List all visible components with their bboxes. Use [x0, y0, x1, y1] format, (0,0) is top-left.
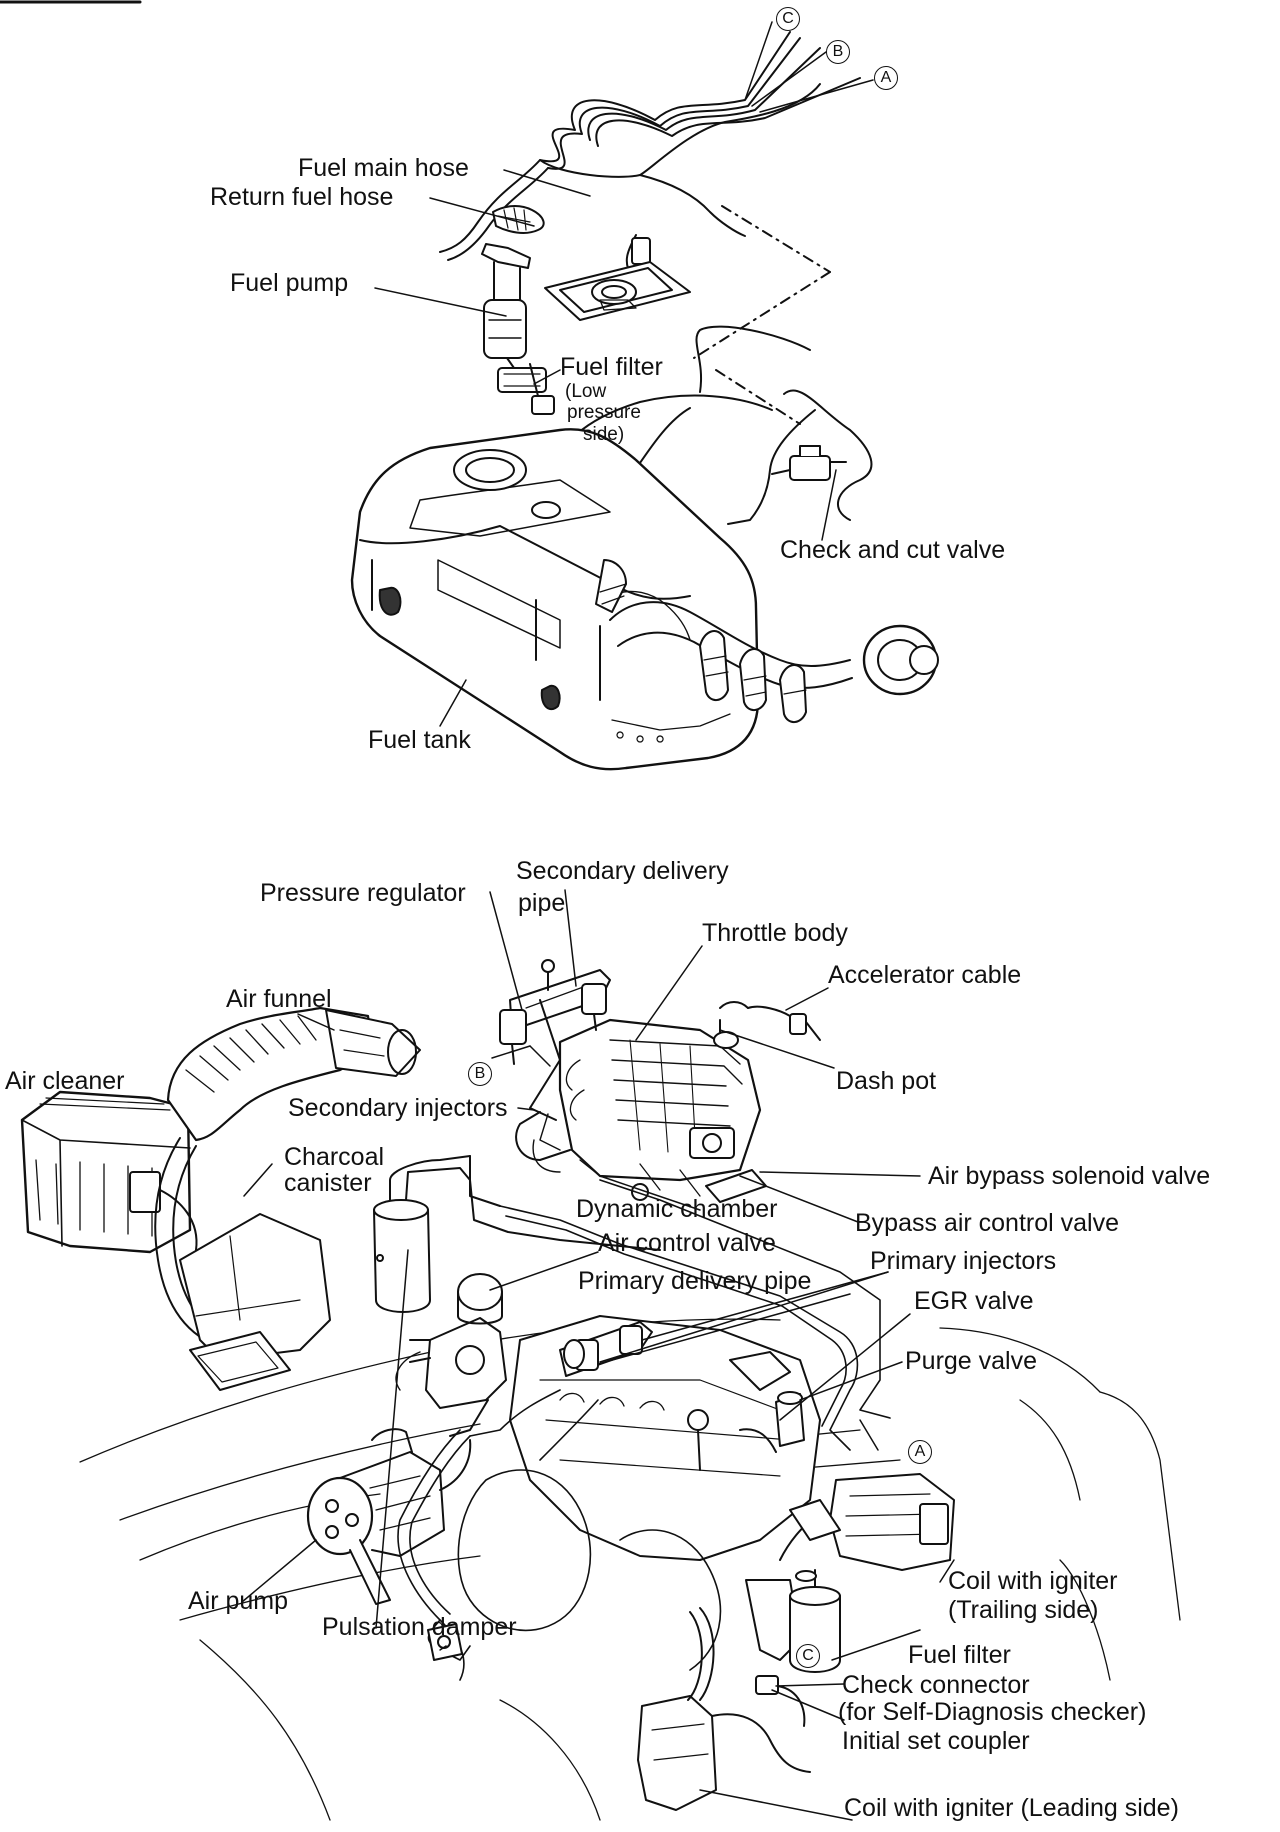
label-charcoal-canister-2: canister — [284, 1169, 372, 1197]
label-secondary-delivery-pipe-1: Secondary delivery — [516, 857, 729, 885]
ref-marker-a-engine: A — [908, 1440, 932, 1464]
label-fuel-main-hose: Fuel main hose — [298, 154, 469, 182]
ref-leader-lines-top — [745, 22, 873, 112]
check-and-cut-valve — [772, 446, 846, 480]
pipe-callout-dashes — [694, 206, 830, 424]
filler-neck — [596, 560, 938, 722]
label-egr-valve: EGR valve — [914, 1287, 1034, 1315]
label-coil-leading: Coil with igniter (Leading side) — [844, 1794, 1179, 1822]
label-air-bypass-solenoid-valve: Air bypass solenoid valve — [928, 1162, 1211, 1190]
accelerator-and-dash-pot — [714, 1002, 820, 1048]
ref-marker-b-engine: B — [468, 1062, 492, 1086]
label-low-pressure-note-1: (Low — [565, 381, 607, 402]
label-coil-trailing-2: (Trailing side) — [948, 1596, 1099, 1624]
label-secondary-delivery-pipe-2: pipe — [518, 889, 566, 917]
air-pump-shape — [308, 1429, 470, 1604]
fuel-pipe-routing — [398, 1180, 890, 1680]
label-check-and-cut-valve: Check and cut valve — [780, 536, 1006, 564]
resonator-duct — [180, 1214, 330, 1390]
label-fuel-filter: Fuel filter — [908, 1641, 1011, 1669]
label-purge-valve: Purge valve — [905, 1347, 1038, 1375]
air-cleaner-shape — [22, 1092, 197, 1252]
label-fuel-tank: Fuel tank — [368, 726, 471, 754]
body-outline — [80, 1319, 1180, 1820]
fuel-pump-assembly — [482, 235, 650, 414]
label-bypass-air-control-valve: Bypass air control valve — [855, 1209, 1120, 1237]
primary-delivery-pipe-shape — [560, 1322, 652, 1376]
fuel-lines-bundle — [440, 32, 860, 260]
secondary-delivery-pipe-shape — [500, 960, 610, 1150]
label-initial-set-coupler: Initial set coupler — [842, 1727, 1030, 1755]
egr-and-purge-valves — [688, 1392, 804, 1470]
label-air-pump: Air pump — [188, 1587, 289, 1615]
coil-trailing-shape — [780, 1474, 954, 1570]
ref-marker-c-engine: C — [796, 1644, 820, 1668]
label-dash-pot: Dash pot — [836, 1067, 937, 1095]
label-accelerator-cable: Accelerator cable — [828, 961, 1022, 989]
air-funnel-shape — [155, 1008, 420, 1350]
label-dynamic-chamber: Dynamic chamber — [576, 1195, 778, 1223]
label-check-connector-1: Check connector — [842, 1671, 1030, 1699]
label-low-pressure-note-3: side) — [583, 424, 625, 445]
label-coil-trailing-1: Coil with igniter — [948, 1567, 1118, 1595]
label-check-connector-2: (for Self-Diagnosis checker) — [838, 1698, 1147, 1726]
label-throttle-body: Throttle body — [702, 919, 848, 947]
label-air-control-valve: Air control valve — [598, 1229, 776, 1257]
label-secondary-injectors: Secondary injectors — [288, 1094, 508, 1122]
pulsation-damper-shape — [428, 1624, 462, 1660]
label-charcoal-canister-1: Charcoal — [284, 1143, 385, 1171]
access-plate — [545, 262, 690, 320]
fuel-tank-shape — [352, 429, 758, 769]
label-air-funnel: Air funnel — [226, 985, 332, 1013]
label-low-pressure-note-2: pressure — [567, 402, 641, 423]
label-pulsation-damper: Pulsation damper — [322, 1613, 517, 1641]
label-return-fuel-hose: Return fuel hose — [210, 183, 394, 211]
label-fuel-filter-low-pressure: Fuel filter — [560, 353, 663, 381]
ref-marker-b-top: B — [826, 40, 850, 64]
intake-manifold-assembly — [516, 1020, 766, 1202]
coil-leading-shape — [638, 1608, 810, 1810]
leaders-top — [375, 170, 836, 726]
ref-marker-a-top: A — [874, 66, 898, 90]
label-primary-injectors: Primary injectors — [870, 1247, 1057, 1275]
label-pressure-regulator: Pressure regulator — [260, 879, 466, 907]
leaders-bottom — [242, 890, 954, 1820]
label-primary-delivery-pipe: Primary delivery pipe — [578, 1267, 812, 1295]
ref-marker-c-top: C — [776, 7, 800, 31]
label-air-cleaner: Air cleaner — [5, 1067, 125, 1095]
label-fuel-pump: Fuel pump — [230, 269, 349, 297]
air-control-valve-shape — [396, 1274, 506, 1436]
engine-block-shape — [458, 1316, 820, 1670]
